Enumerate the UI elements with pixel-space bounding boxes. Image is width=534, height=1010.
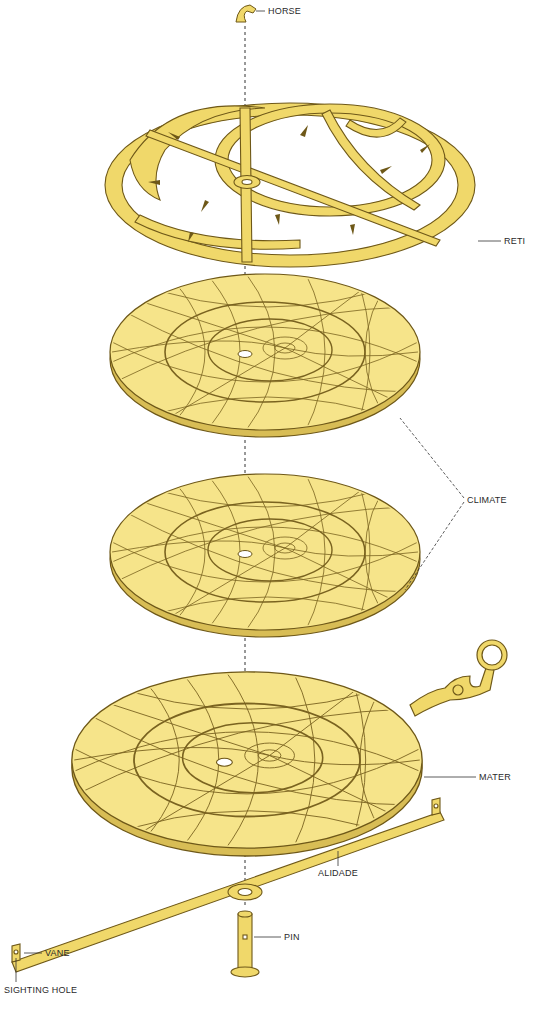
part-label: ALIDADE [318,868,358,879]
part-label: HORSE [268,6,301,17]
part-label: RETI [504,236,525,247]
part-label: VANE [45,948,70,959]
part-label: MATER [479,772,511,783]
part-label: PIN [284,932,300,943]
part-label: SIGHTING HOLE [4,985,77,996]
part-label: CLIMATE [467,495,507,506]
